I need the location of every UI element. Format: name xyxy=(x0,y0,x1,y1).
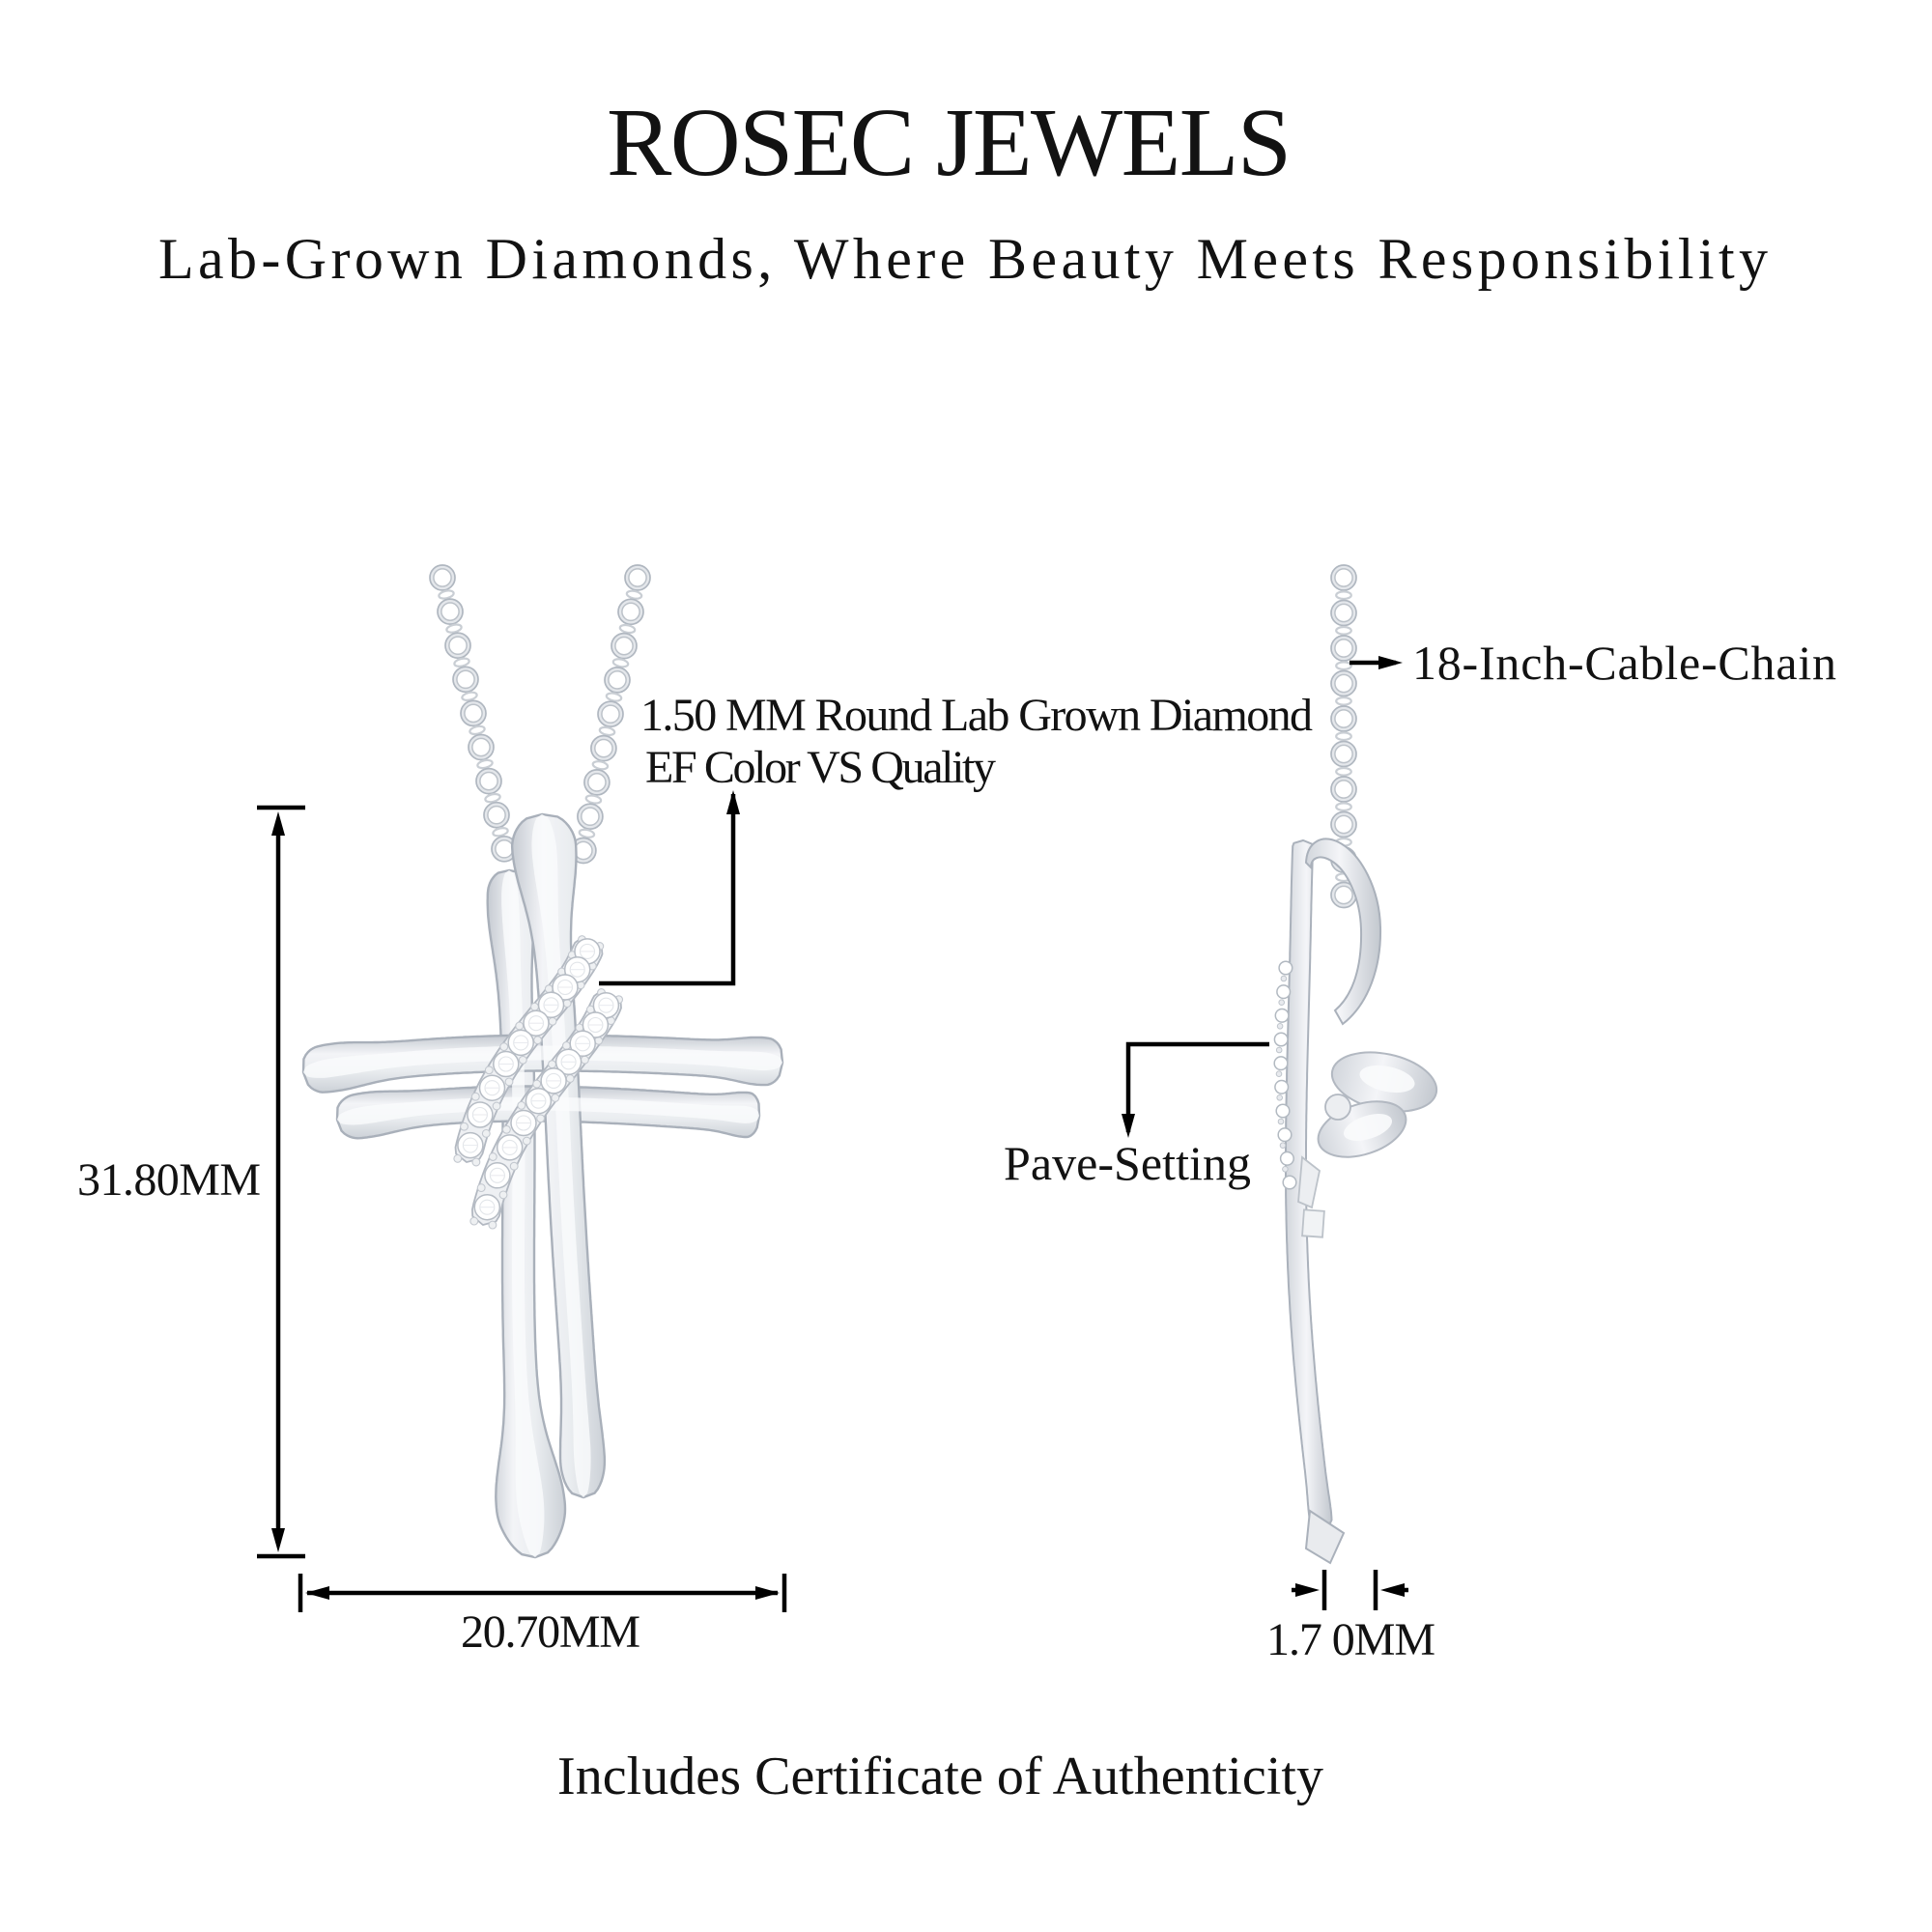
svg-text:ROSEC JEWELS: ROSEC JEWELS xyxy=(607,88,1292,196)
svg-text:1.7 0MM: 1.7 0MM xyxy=(1266,1614,1435,1665)
svg-text:18-Inch-Cable-Chain: 18-Inch-Cable-Chain xyxy=(1412,636,1836,690)
svg-text:Pave-Setting: Pave-Setting xyxy=(1004,1136,1251,1190)
svg-text:EF Color VS Quality: EF Color VS Quality xyxy=(645,742,996,793)
svg-text:31.80MM: 31.80MM xyxy=(77,1154,261,1206)
svg-text:1.50 MM Round Lab Grown Diamon: 1.50 MM Round Lab Grown Diamond xyxy=(640,690,1313,741)
svg-text:Lab-Grown Diamonds, Where Beau: Lab-Grown Diamonds, Where Beauty Meets R… xyxy=(158,227,1768,291)
svg-text:Includes Certificate of Authen: Includes Certificate of Authenticity xyxy=(557,1747,1323,1806)
svg-text:20.70MM: 20.70MM xyxy=(461,1606,640,1658)
